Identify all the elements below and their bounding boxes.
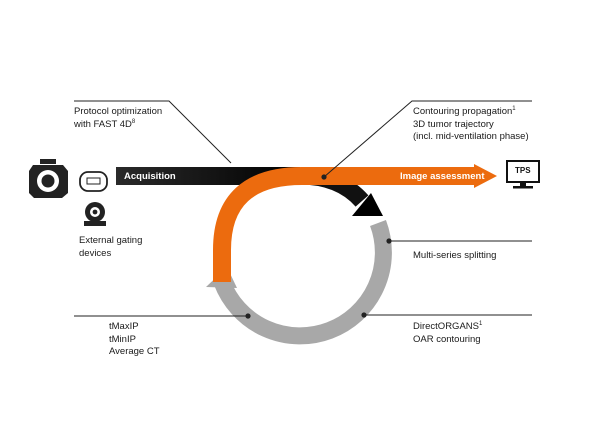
acquisition-curve-arrowhead <box>352 193 383 216</box>
contouring-leader <box>323 100 532 178</box>
ct-scanner-icon <box>29 159 68 198</box>
camera-icon <box>84 202 106 226</box>
contouring-label: Contouring propagation1 3D tumor traject… <box>413 106 529 144</box>
breathing-belt-icon <box>79 171 108 192</box>
contouring-dot <box>321 174 327 180</box>
protocol-line1: Protocol optimization <box>74 106 163 117</box>
acquisition-label: Acquisition <box>124 171 176 182</box>
contouring-line1: Contouring propagation1 <box>413 106 516 117</box>
tps-label: TPS <box>515 166 531 175</box>
image-assessment-curve <box>213 167 476 282</box>
direct-organs-dot <box>361 312 367 318</box>
contouring-line2: 3D tumor trajectory <box>413 118 494 130</box>
gating-label: External gating devices <box>79 235 143 259</box>
direct-organs-line1: DirectORGANS1 <box>413 321 483 332</box>
multi-series-dot <box>386 238 392 244</box>
cycle-gray-arc <box>214 220 392 345</box>
monitor-icon <box>506 160 540 189</box>
protocol-line2: with FAST 4D8 <box>74 118 136 130</box>
image-assessment-arrowhead <box>474 164 497 188</box>
image-assessment-label: Image assessment <box>400 171 485 182</box>
protocol-label: Protocol optimization with FAST 4D8 <box>74 106 162 131</box>
protocol-leader <box>74 100 232 164</box>
direct-organs-label: DirectORGANS1 OAR contouring <box>413 321 482 346</box>
multi-series-label: Multi-series splitting <box>413 250 497 261</box>
intensity-dot <box>245 313 251 319</box>
intensity-label: tMaxIP tMinIP Average CT <box>109 321 160 357</box>
contouring-line3: (incl. mid-ventilation phase) <box>413 131 529 142</box>
direct-organs-line2: OAR contouring <box>413 333 481 345</box>
